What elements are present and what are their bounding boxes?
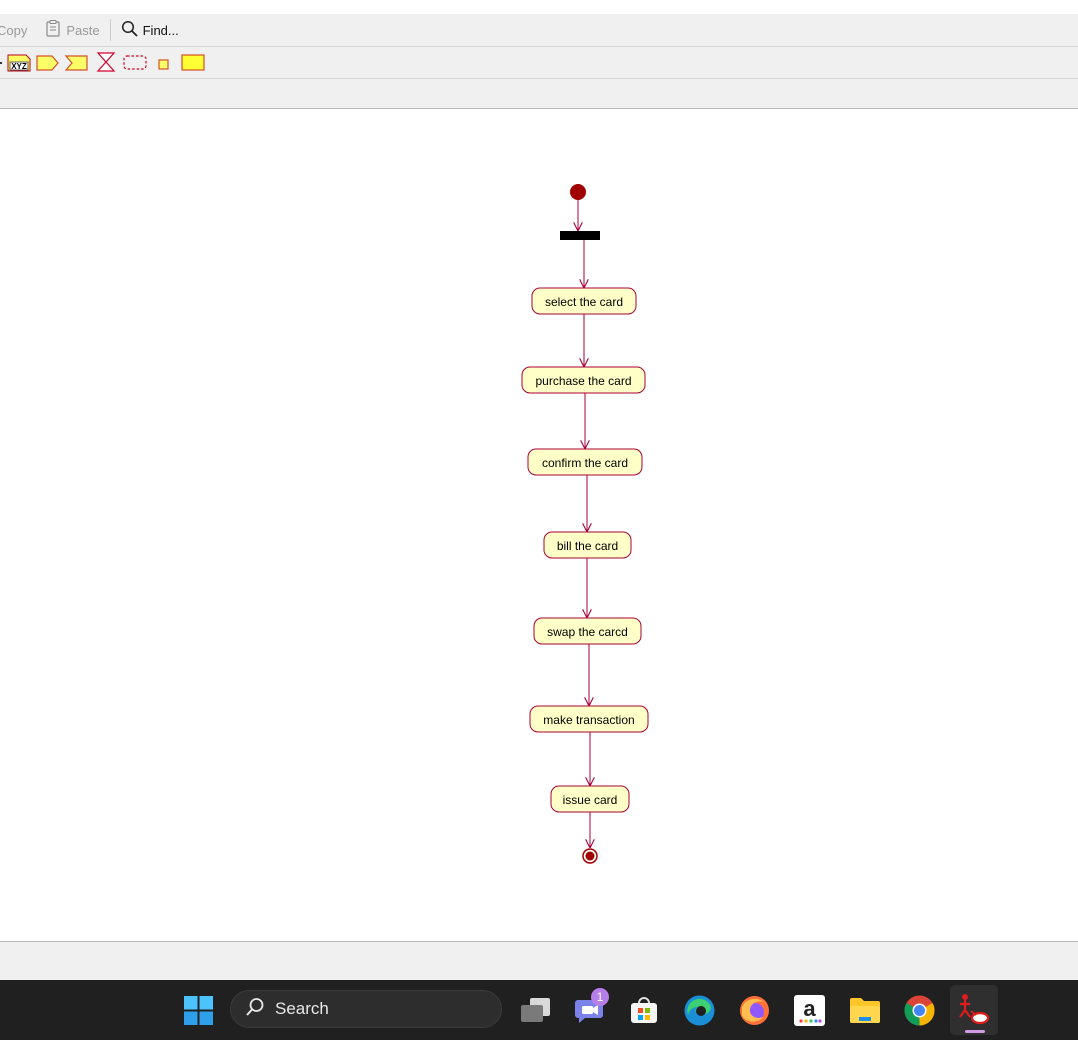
toolbar-separator — [109, 19, 111, 41]
activity-label: make transaction — [543, 713, 634, 727]
final-node[interactable] — [582, 848, 598, 864]
activity-label: swap the carcd — [547, 625, 628, 639]
activity-issue-card[interactable]: issue card — [550, 785, 630, 813]
status-bar — [0, 941, 1078, 981]
edge-icon[interactable] — [684, 995, 715, 1031]
send-signal-icon[interactable] — [36, 55, 60, 76]
paste-label: Paste — [66, 22, 100, 38]
activity-label: confirm the card — [542, 456, 628, 470]
magnifier-icon — [121, 20, 138, 40]
diagram-canvas[interactable]: select the card purchase the card confir… — [0, 109, 1078, 941]
fork-bar[interactable] — [560, 231, 600, 240]
svg-text:a: a — [803, 996, 816, 1021]
diagram-tab-bar — [0, 79, 1078, 109]
firefox-icon[interactable] — [739, 995, 770, 1031]
windows-taskbar: Search 1 — [0, 980, 1078, 1040]
paste-button[interactable]: Paste — [39, 18, 105, 42]
microsoft-store-icon[interactable] — [630, 996, 658, 1029]
activity-make-transaction[interactable]: make transaction — [529, 705, 649, 733]
taskbar-search-box[interactable]: Search — [230, 990, 502, 1028]
time-event-icon[interactable] — [96, 52, 116, 77]
task-view-icon[interactable] — [520, 996, 552, 1029]
activity-select-the-card[interactable]: select the card — [531, 287, 637, 315]
activity-purchase-the-card[interactable]: purchase the card — [521, 366, 646, 394]
partition-dashed-icon[interactable] — [123, 55, 147, 76]
activity-confirm-the-card[interactable]: confirm the card — [527, 448, 643, 476]
activity-label: select the card — [545, 295, 623, 309]
title-strip — [0, 0, 1078, 14]
copy-label: Copy — [0, 22, 28, 38]
find-button[interactable]: Find... — [115, 18, 185, 42]
edit-toolbar: Copy Paste Find... — [0, 14, 1078, 47]
find-label: Find... — [142, 22, 179, 38]
shape-palette: XYZ — [0, 47, 1078, 79]
xyz-label: XYZ — [11, 62, 27, 71]
file-explorer-icon[interactable] — [849, 997, 881, 1029]
amazon-icon[interactable]: a — [794, 995, 825, 1031]
activity-diagram: select the card purchase the card confir… — [521, 184, 649, 864]
activity-swap-the-card[interactable]: swap the carcd — [533, 617, 642, 645]
active-app-indicator — [965, 1030, 985, 1033]
activity-label: purchase the card — [535, 374, 631, 388]
clipboard-icon — [45, 20, 61, 40]
search-icon — [245, 997, 265, 1022]
large-rectangle-icon[interactable] — [181, 54, 205, 77]
chat-notification-badge: 1 — [591, 988, 609, 1006]
teams-chat-icon[interactable] — [575, 996, 605, 1029]
initial-node[interactable] — [570, 184, 586, 200]
activity-label: bill the card — [557, 539, 618, 553]
chrome-icon[interactable] — [904, 995, 935, 1031]
search-label: Search — [275, 999, 329, 1018]
accept-signal-icon[interactable] — [64, 55, 89, 76]
activity-bill-the-card[interactable]: bill the card — [543, 531, 632, 559]
small-node-icon[interactable] — [158, 58, 170, 76]
start-icon[interactable] — [184, 996, 213, 1030]
copy-button[interactable]: Copy — [0, 18, 33, 42]
staruml-app-icon[interactable] — [956, 992, 992, 1031]
note-xyz-icon[interactable]: XYZ — [0, 54, 32, 77]
active-app-highlight — [950, 985, 998, 1035]
activity-label: issue card — [563, 793, 618, 807]
